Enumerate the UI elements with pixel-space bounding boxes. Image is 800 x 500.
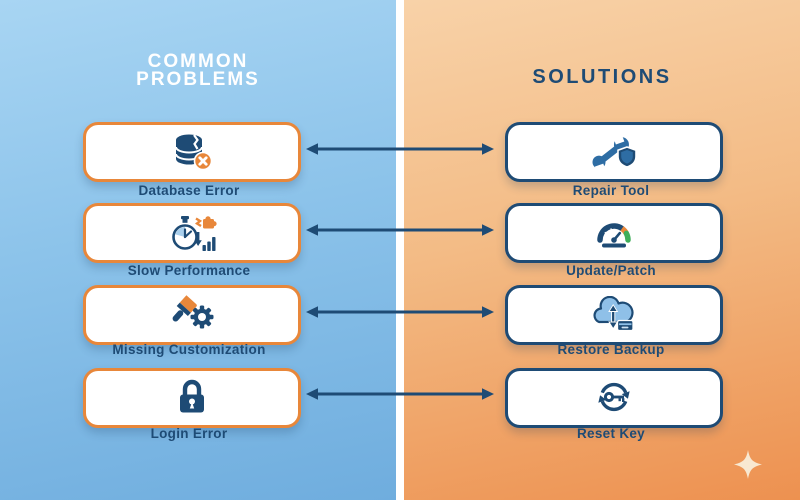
connector-arrow-database-repair xyxy=(306,143,494,155)
center-divider xyxy=(396,0,404,500)
solutions-panel: SOLUTIONS Repair Tool xyxy=(404,0,800,500)
reset-key-icon xyxy=(598,382,630,412)
connector-arrow-login-resetkey xyxy=(306,388,494,400)
problems-panel: COMMON PROBLEMS Database Error xyxy=(0,0,396,500)
solution-label-repair-tool: Repair Tool xyxy=(572,183,650,198)
problem-card-slow-performance xyxy=(83,203,301,263)
missing-customization-icon xyxy=(172,295,214,329)
problem-label-slow-performance: Slow Performance xyxy=(127,263,251,278)
database-error-icon xyxy=(175,134,213,171)
update-patch-icon xyxy=(597,223,631,248)
problems-title: COMMON PROBLEMS xyxy=(0,51,396,90)
connector-arrow-customization-backup xyxy=(306,306,494,318)
solution-label-reset-key: Reset Key xyxy=(577,426,645,441)
problem-card-login-error xyxy=(83,368,301,428)
restore-backup-icon xyxy=(593,296,634,332)
problem-card-database-error xyxy=(83,122,301,182)
solution-card-reset-key xyxy=(505,368,723,428)
sparkle-icon xyxy=(734,450,762,479)
solution-label-update-patch: Update/Patch xyxy=(566,263,656,278)
solution-card-restore-backup xyxy=(505,285,723,345)
solution-label-restore-backup: Restore Backup xyxy=(557,342,665,357)
solution-card-repair-tool xyxy=(505,122,723,182)
problem-label-database-error: Database Error xyxy=(138,183,240,198)
login-error-icon xyxy=(180,379,204,413)
solution-card-update-patch xyxy=(505,203,723,263)
problem-card-missing-customization xyxy=(83,285,301,345)
connector-arrow-slow-update xyxy=(306,224,494,236)
repair-tool-icon xyxy=(592,132,637,172)
problems-title-line1: COMMON xyxy=(147,51,249,72)
slow-performance-icon xyxy=(172,216,217,251)
problem-label-missing-customization: Missing Customization xyxy=(112,342,266,357)
problem-label-login-error: Login Error xyxy=(150,426,228,441)
solutions-title: SOLUTIONS xyxy=(532,66,672,88)
problems-title-line2: PROBLEMS xyxy=(136,69,260,90)
